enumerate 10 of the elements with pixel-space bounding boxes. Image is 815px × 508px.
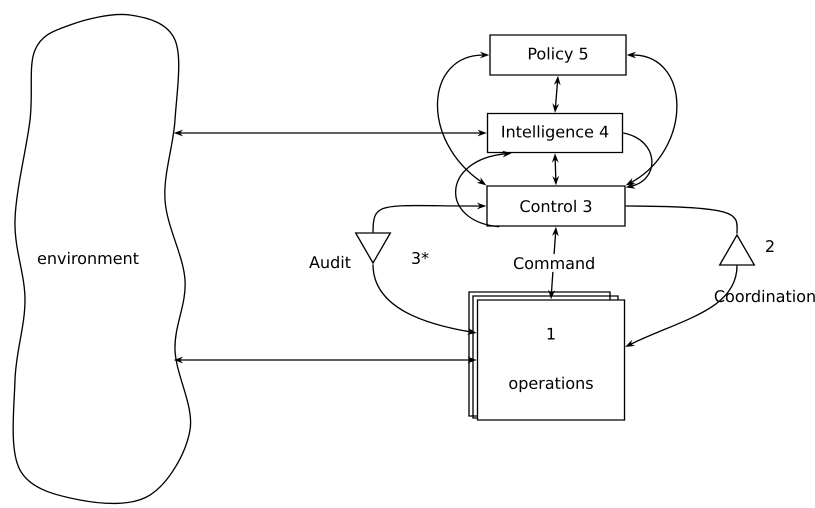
environment-cloud: environment <box>12 14 192 504</box>
node-caption: Audit <box>308 254 352 270</box>
operations-box: 1 operations <box>468 291 626 421</box>
node-caption: 2 <box>764 238 776 254</box>
process-box: Policy 5 <box>489 34 627 76</box>
arrow <box>623 132 652 189</box>
node-caption: 3* <box>410 250 430 266</box>
process-box: Control 3 <box>486 185 626 227</box>
edge-label: Command <box>510 254 598 272</box>
process-box: Intelligence 4 <box>486 112 624 154</box>
